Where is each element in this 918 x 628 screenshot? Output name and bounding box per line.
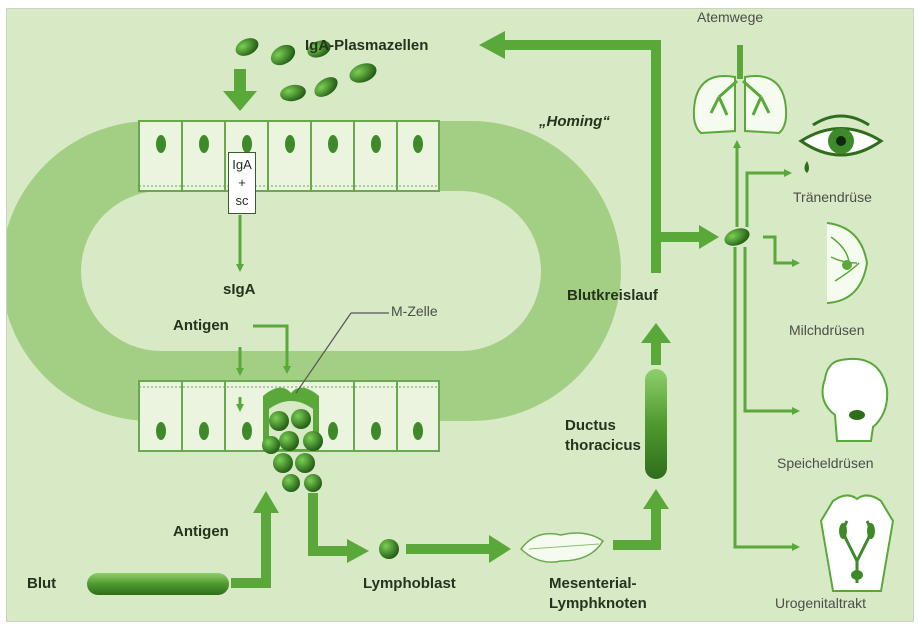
label-blutkreislauf: Blutkreislauf	[567, 287, 658, 304]
label-lymphknoten: Lymphknoten	[549, 595, 647, 612]
label-traenendruese: Tränendrüse	[793, 189, 872, 205]
lymphoblast-to-node-arrow	[406, 544, 492, 554]
ductus-thoracicus-vessel	[645, 369, 667, 479]
label-lymphoblast: Lymphoblast	[363, 575, 456, 592]
label-urogenitaltrakt: Urogenitaltrakt	[775, 595, 866, 611]
label-antigen-top: Antigen	[173, 317, 229, 334]
box-line-sc: sc	[229, 192, 255, 210]
lymphoblast-cell	[379, 539, 399, 559]
label-blut: Blut	[27, 575, 56, 592]
box-line-plus: +	[229, 174, 255, 192]
box-line-iga: IgA	[229, 156, 255, 174]
label-ductus: Ductus	[565, 417, 616, 434]
label-atemwege: Atemwege	[697, 9, 763, 25]
label-siga: sIgA	[223, 281, 256, 298]
vessel-icon	[87, 573, 229, 595]
label-mesenterial: Mesenterial-	[549, 575, 637, 592]
iga-sc-box: IgA + sc	[228, 152, 256, 214]
torso-icon	[821, 495, 893, 591]
label-homing: „Homing“	[539, 113, 610, 130]
label-speicheldruesen: Speicheldrüsen	[777, 455, 874, 471]
label-iga-plasmazellen: IgA-Plasmazellen	[305, 37, 428, 54]
diagram-frame: IgA + sc IgA-Plasmazellen „Homing“ Atemw…	[6, 8, 914, 622]
label-milchdruesen: Milchdrüsen	[789, 322, 864, 338]
upper-epithelium	[139, 121, 439, 191]
label-antigen-bottom: Antigen	[173, 523, 229, 540]
label-thoracicus: thoracicus	[565, 437, 641, 454]
label-m-zelle: M-Zelle	[391, 303, 438, 319]
diagram-canvas	[7, 9, 913, 621]
